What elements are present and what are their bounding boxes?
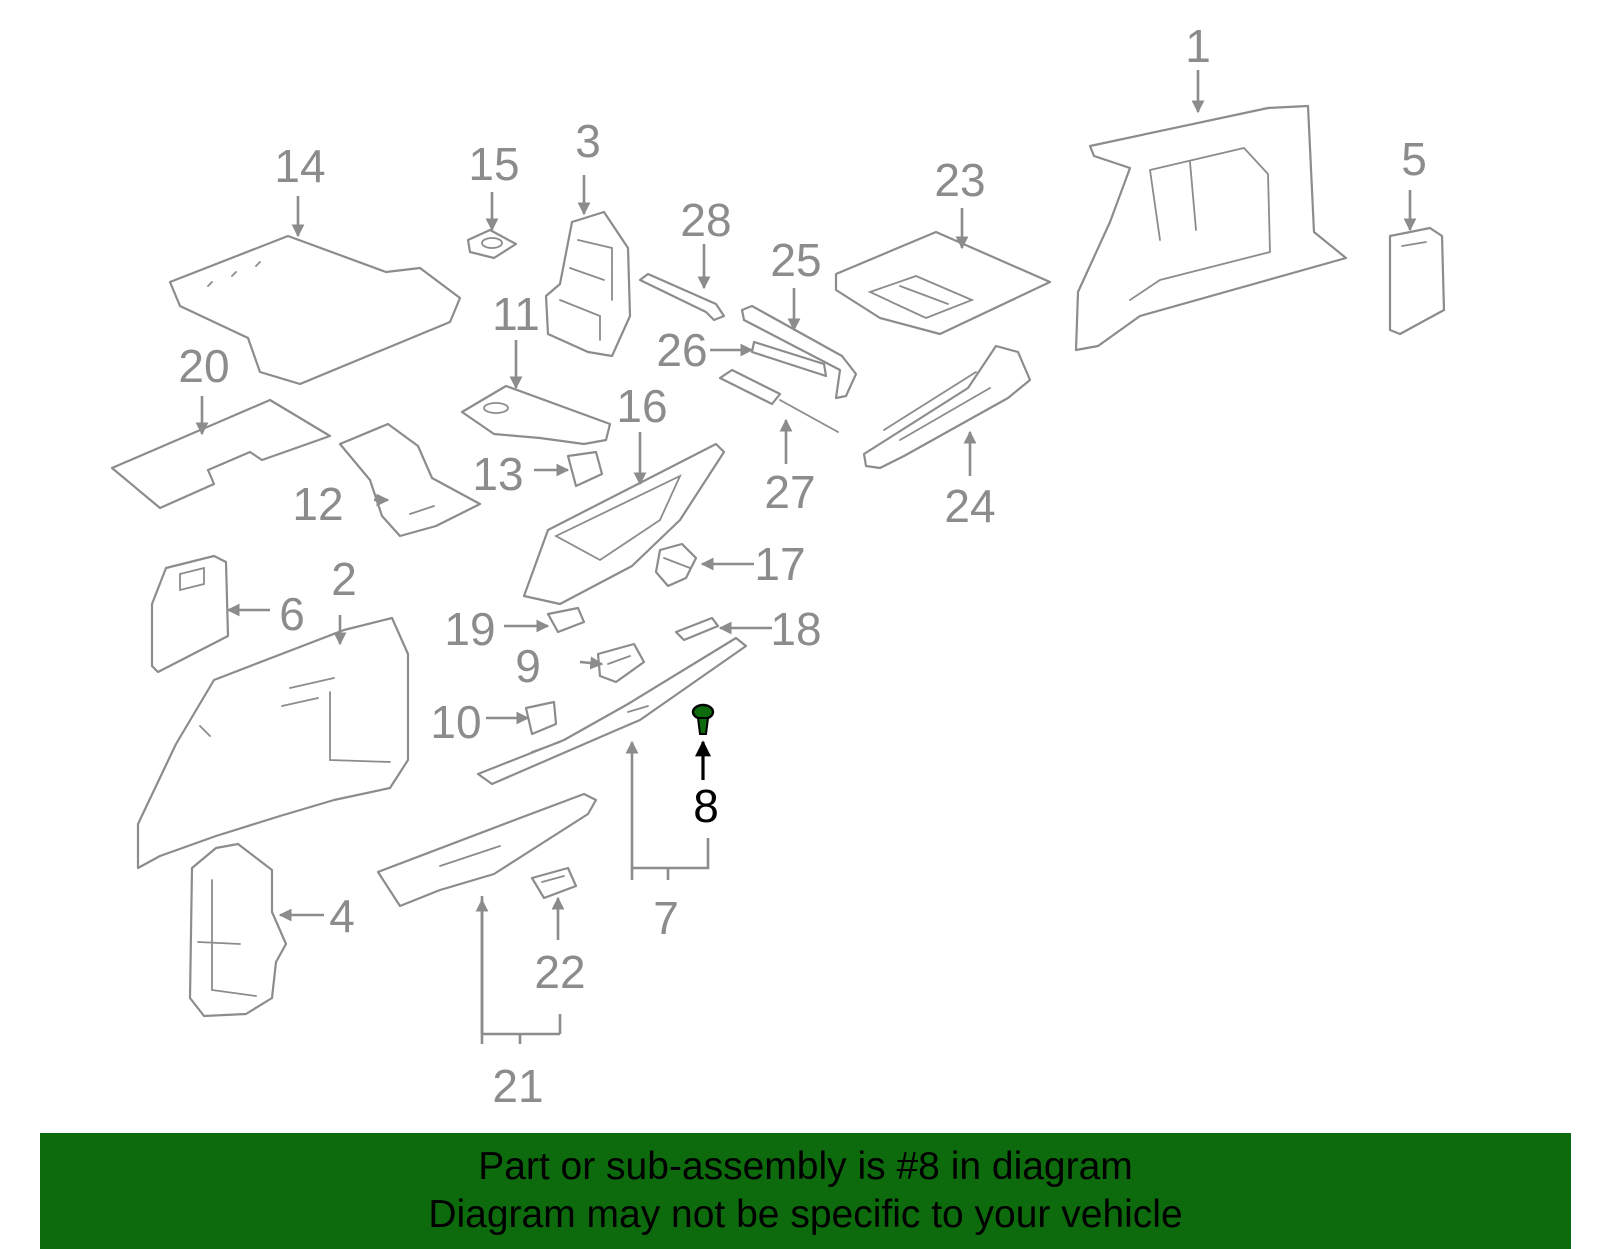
callout-20: 20 bbox=[178, 340, 229, 392]
part-7-sill-plate bbox=[476, 636, 748, 786]
part-11-plate bbox=[460, 384, 612, 446]
part-9-hook bbox=[596, 642, 646, 684]
part-28-wrench bbox=[638, 272, 726, 322]
callout-16: 16 bbox=[616, 380, 667, 432]
callout-4: 4 bbox=[329, 890, 355, 942]
callout-labels: 1 2 3 4 5 6 7 8 9 10 11 12 13 14 15 16 1… bbox=[178, 20, 1426, 1112]
part-18-pad bbox=[674, 616, 720, 642]
callout-24: 24 bbox=[944, 480, 995, 532]
callout-17: 17 bbox=[754, 538, 805, 590]
part-19-clip bbox=[546, 606, 586, 634]
part-15-clip bbox=[466, 228, 518, 260]
part-10-block bbox=[524, 700, 558, 736]
callout-14: 14 bbox=[274, 140, 325, 192]
part-24-jack bbox=[862, 344, 1032, 470]
notice-banner: Part or sub-assembly is #8 in diagram Di… bbox=[40, 1133, 1571, 1249]
callout-2: 2 bbox=[331, 553, 357, 605]
callout-3: 3 bbox=[575, 115, 601, 167]
callout-1: 1 bbox=[1185, 20, 1211, 72]
callout-13: 13 bbox=[472, 448, 523, 500]
callout-19: 19 bbox=[444, 603, 495, 655]
callout-8: 8 bbox=[693, 780, 719, 832]
part-3-bracket bbox=[544, 210, 632, 358]
part-8-clip-highlighted bbox=[691, 703, 715, 735]
part-22-clip bbox=[530, 866, 578, 900]
callout-15: 15 bbox=[468, 138, 519, 190]
part-2-left-trim-panel bbox=[136, 616, 410, 870]
part-6-cover bbox=[150, 554, 230, 674]
callout-10: 10 bbox=[430, 696, 481, 748]
callout-18: 18 bbox=[770, 603, 821, 655]
callout-11: 11 bbox=[492, 288, 540, 340]
callout-12: 12 bbox=[292, 478, 343, 530]
callout-22: 22 bbox=[534, 946, 585, 998]
callout-27: 27 bbox=[764, 466, 815, 518]
part-23-tool-tray bbox=[834, 230, 1052, 336]
callout-25: 25 bbox=[770, 234, 821, 286]
part-5-cover bbox=[1388, 226, 1446, 336]
callout-7: 7 bbox=[653, 892, 679, 944]
callout-28: 28 bbox=[680, 194, 731, 246]
callout-21: 21 bbox=[492, 1060, 543, 1112]
callout-6: 6 bbox=[279, 588, 305, 640]
callout-9: 9 bbox=[515, 640, 541, 692]
part-20-mat bbox=[110, 398, 332, 510]
banner-line-2: Diagram may not be specific to your vehi… bbox=[428, 1193, 1183, 1236]
part-4-storage-tray bbox=[188, 842, 288, 1018]
part-13-block bbox=[566, 450, 604, 488]
callout-5: 5 bbox=[1401, 133, 1427, 185]
part-21-luggage-cover bbox=[376, 792, 598, 908]
part-25-lug-wrench bbox=[740, 304, 858, 400]
callout-26: 26 bbox=[656, 324, 707, 376]
part-17-bracket bbox=[654, 542, 698, 588]
part-14-floor-panel bbox=[168, 234, 462, 386]
part-27-screwdriver bbox=[718, 368, 839, 433]
leader-lines bbox=[195, 70, 1417, 1044]
part-12-floor-plate bbox=[338, 422, 482, 538]
callout-23: 23 bbox=[934, 154, 985, 206]
banner-line-1: Part or sub-assembly is #8 in diagram bbox=[478, 1145, 1133, 1188]
part-16-side-trim bbox=[522, 442, 726, 606]
part-1-right-trim-panel bbox=[1074, 104, 1348, 352]
